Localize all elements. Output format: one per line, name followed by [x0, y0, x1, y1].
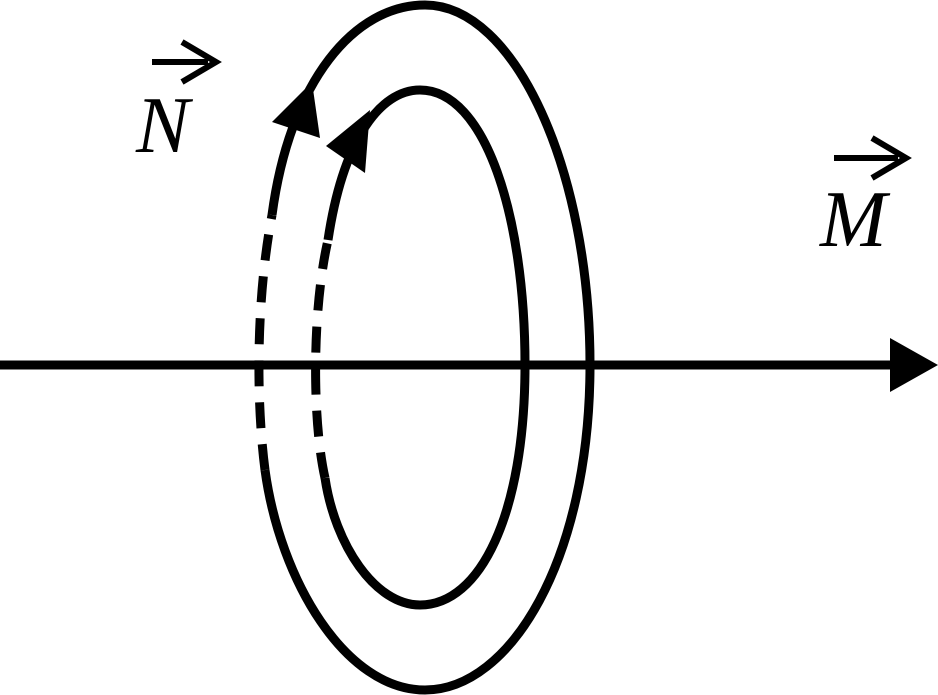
inner-loop-solid — [320, 85, 530, 610]
outer-loop-dashed — [254, 214, 277, 471]
m-vector-arrow-icon — [870, 135, 912, 181]
axis-arrowhead-icon — [890, 338, 938, 392]
vector-label-n: N — [136, 82, 190, 170]
inner-loop-dashed — [311, 238, 333, 479]
vector-label-m: M — [820, 176, 887, 264]
inner-circulation-arrowhead-icon — [326, 110, 370, 173]
n-vector-arrow-icon — [180, 39, 222, 85]
outer-loop-solid — [260, 0, 595, 695]
outer-circulation-arrowhead-icon — [272, 82, 320, 138]
